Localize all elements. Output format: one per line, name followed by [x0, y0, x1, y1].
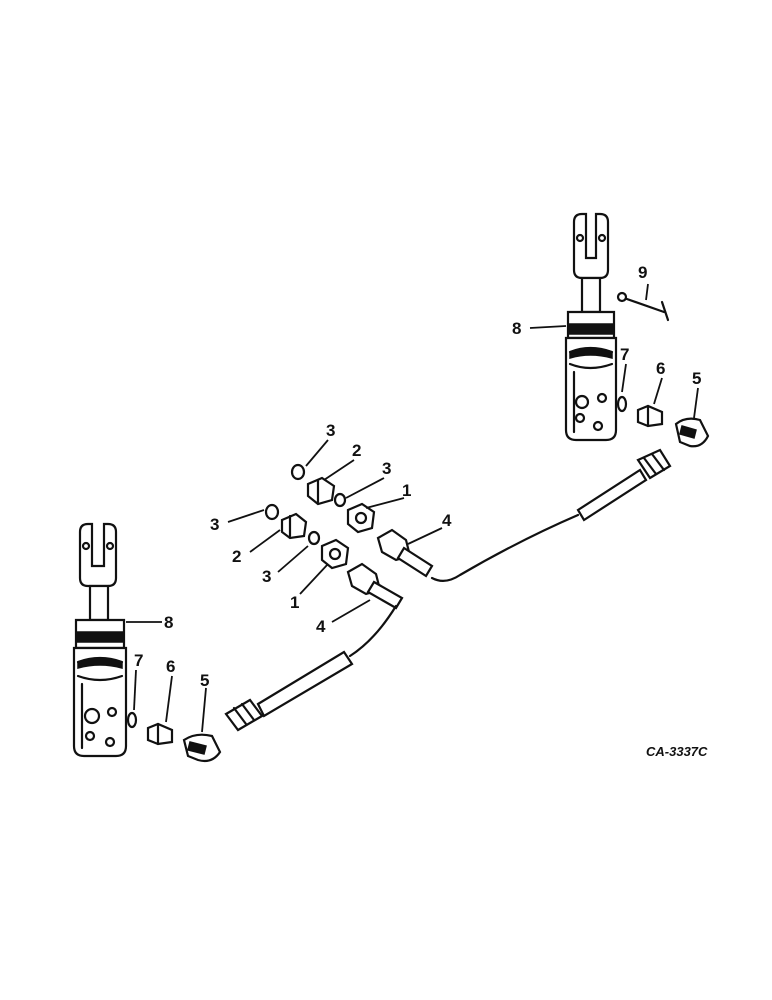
callout-4-mid-b: 4: [316, 617, 326, 636]
callout-9: 9: [638, 263, 647, 282]
callout-7-left: 7: [134, 651, 143, 670]
callout-2-mid-a: 2: [352, 441, 361, 460]
pin-part-9: [616, 291, 670, 322]
callout-labels: 9 8 7 6 5 3 2 3 1 4 3 2 3 1 4 8 7 6 5: [134, 263, 701, 690]
callout-5-right: 5: [692, 369, 701, 388]
callout-3-mid-d: 3: [262, 567, 271, 586]
callout-6-left: 6: [166, 657, 175, 676]
diagram-code: CA-3337C: [646, 744, 708, 759]
callout-6-right: 6: [656, 359, 665, 378]
hose-left: [224, 604, 398, 732]
hose-right: [430, 448, 672, 582]
fitting-part-6-left: [146, 722, 174, 746]
o-ring-part-7-right: [616, 395, 628, 413]
callout-8-right: 8: [512, 319, 521, 338]
callout-3-mid-a: 3: [326, 421, 335, 440]
callout-7-right: 7: [620, 345, 629, 364]
left-cylinder: [72, 522, 128, 758]
callout-1-mid-a: 1: [402, 481, 411, 500]
callout-2-mid-b: 2: [232, 547, 241, 566]
callout-1-mid-b: 1: [290, 593, 299, 612]
callout-4-mid-a: 4: [442, 511, 452, 530]
callout-8-left: 8: [164, 613, 173, 632]
middle-fittings: [264, 463, 434, 610]
elbow-part-5-right: [674, 417, 710, 448]
right-cylinder: [564, 212, 618, 442]
o-ring-part-7-left: [126, 711, 138, 729]
callout-3-mid-b: 3: [382, 459, 391, 478]
callout-5-left: 5: [200, 671, 209, 690]
callout-3-mid-c: 3: [210, 515, 219, 534]
elbow-part-5-left: [182, 733, 222, 763]
leader-lines: [126, 283, 699, 733]
fitting-part-6-right: [636, 404, 664, 428]
